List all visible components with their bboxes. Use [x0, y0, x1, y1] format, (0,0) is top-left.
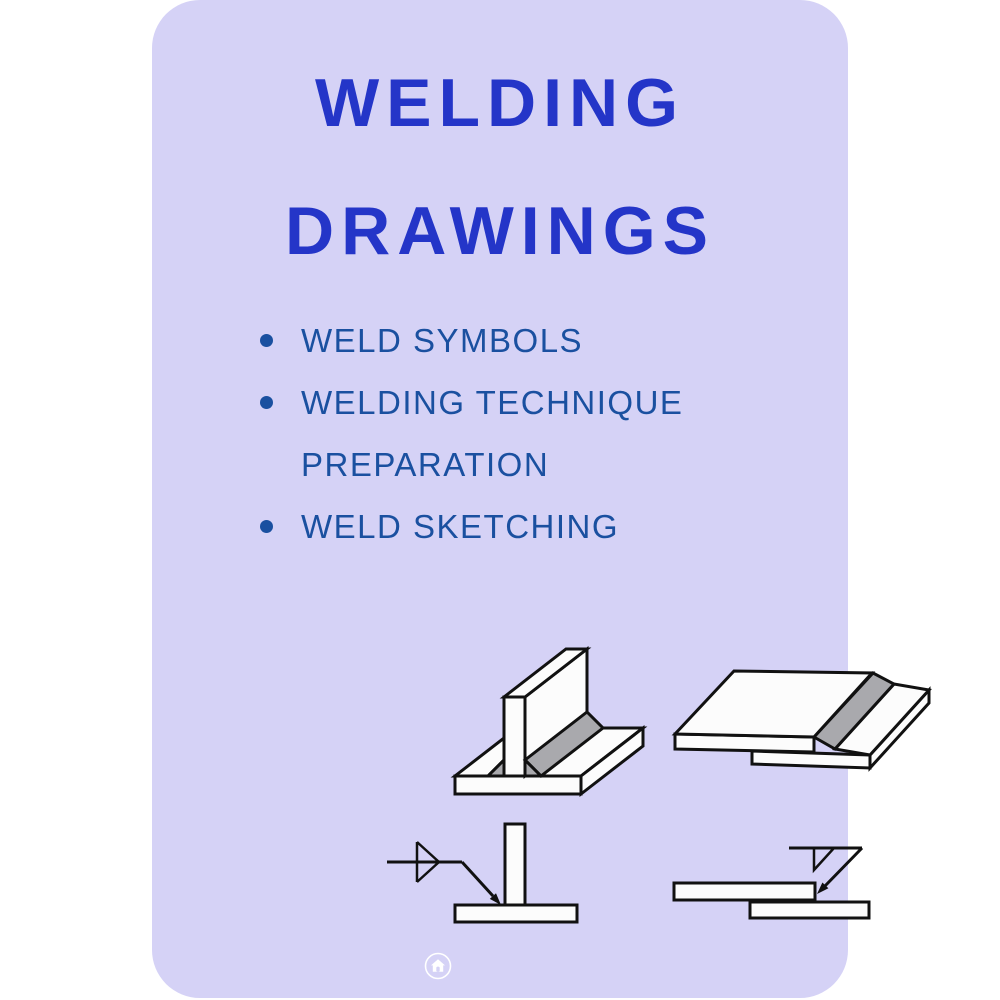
fillet-weld-right — [522, 710, 606, 778]
lap-joint-weld-symbol-diagram — [672, 846, 871, 920]
list-item: WELD SKETCHING — [260, 496, 731, 558]
home-icon — [424, 952, 452, 980]
t-joint-weld-illustration — [450, 645, 648, 798]
bullet-text: WELD SYMBOLS — [301, 322, 584, 359]
title-line-2: DRAWINGS — [285, 193, 715, 269]
bullet-text: WELDING TECHNIQUE PREPARATION — [301, 384, 684, 483]
weld-symbol — [387, 841, 501, 905]
arrowhead — [817, 882, 829, 894]
bullet-dot — [260, 396, 273, 409]
bullet-dot — [260, 334, 273, 347]
bottom-plate — [750, 682, 932, 772]
home-button[interactable] — [422, 950, 454, 982]
fillet-symbol-triangle — [415, 841, 440, 883]
top-plate — [671, 669, 876, 754]
weld-symbol — [789, 846, 864, 894]
leader-line — [822, 846, 864, 889]
t-joint-weld-symbol-diagram — [387, 822, 579, 924]
arrowhead — [489, 893, 501, 905]
leader-line — [460, 860, 495, 898]
page-title: WELDING DRAWINGS — [152, 65, 848, 326]
bullet-dot — [260, 520, 273, 533]
t-joint-front-view — [453, 822, 579, 924]
vertical-plate — [499, 645, 592, 780]
lap-joint-weld-illustration — [671, 669, 932, 772]
list-item: WELDING TECHNIQUE PREPARATION — [260, 372, 731, 496]
list-item: WELD SYMBOLS — [260, 310, 731, 372]
lap-joint-side-view — [672, 881, 871, 920]
title-line-1: WELDING — [314, 65, 686, 141]
bullet-text: WELD SKETCHING — [301, 508, 620, 545]
fillet-symbol-triangle — [812, 847, 835, 874]
topics-list: WELD SYMBOLS WELDING TECHNIQUE PREPARATI… — [260, 310, 731, 558]
welding-drawings-card: WELDING DRAWINGS WELD SYMBOLS WELDING TE… — [152, 0, 932, 998]
